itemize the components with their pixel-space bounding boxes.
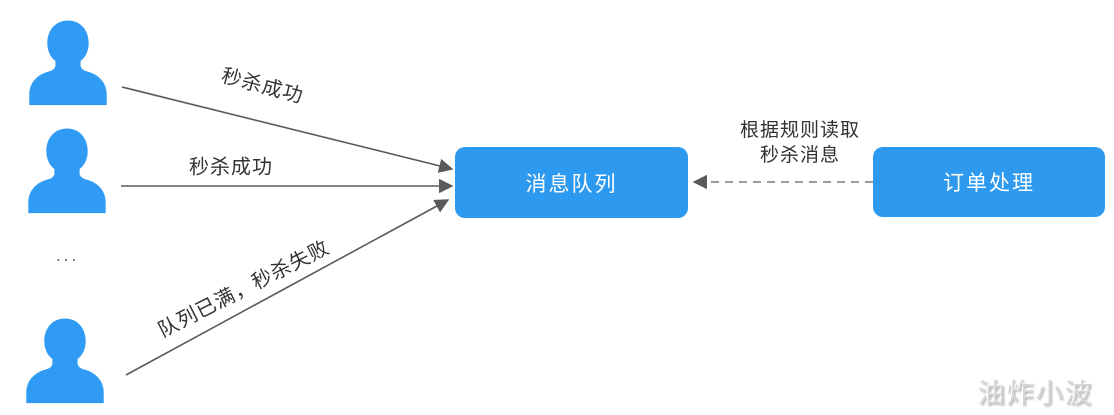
message-queue-node: 消息队列 [455, 147, 688, 218]
arrow-user3-to-queue [125, 199, 450, 376]
edge-label-read-by-rule-line2: 秒杀消息 [759, 145, 841, 166]
message-queue-label: 消息队列 [525, 172, 618, 196]
edge-label-read-by-rule-line1: 根据规则读取 [739, 120, 861, 141]
edge-label-seckill-success-2: 秒杀成功 [189, 156, 273, 179]
edge-label-queue-full-fail: 队列已满，秒杀失败 [154, 236, 334, 342]
more-users-ellipsis: ... [56, 246, 80, 265]
watermark: 油炸小波 [978, 379, 1094, 409]
user-icon [27, 16, 109, 106]
edge-label-read-by-rule: 根据规则读取 秒杀消息 [740, 118, 860, 168]
user-icon [26, 124, 108, 214]
user-icon [24, 314, 106, 404]
order-processing-label: 订单处理 [943, 172, 1035, 195]
order-processing-node: 订单处理 [873, 147, 1105, 217]
edge-label-seckill-success-1: 秒杀成功 [218, 64, 306, 108]
